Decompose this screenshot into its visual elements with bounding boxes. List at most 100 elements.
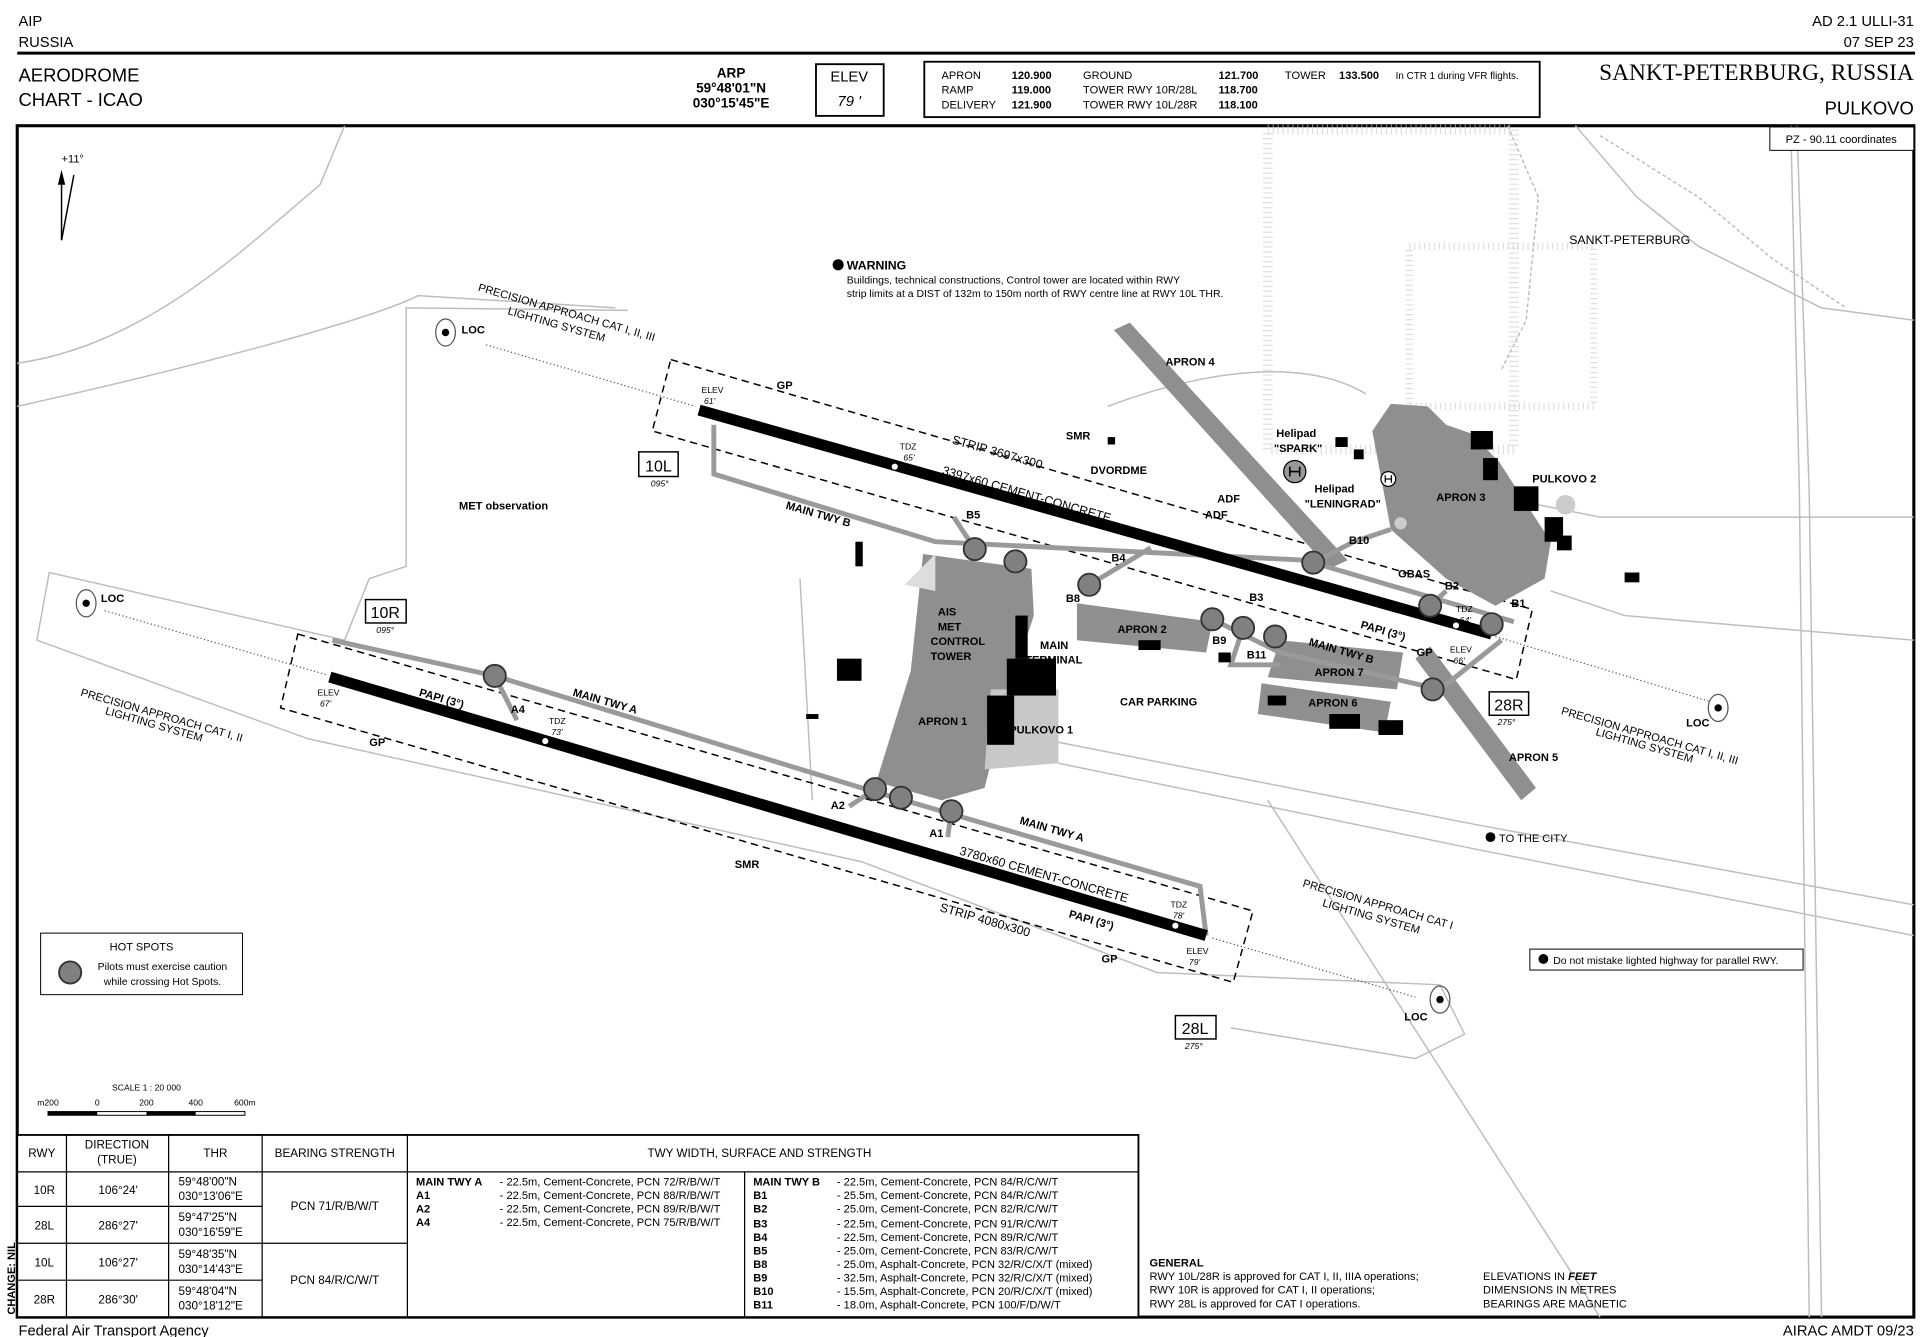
label-met: MET [938,621,962,633]
aip-label: AIP [18,14,42,30]
label-gp-28l: GP [1102,954,1118,966]
hot-spot [1231,615,1256,640]
approach-lights-10r [104,610,327,676]
thr-elev-10l: 61' [704,396,716,406]
th-thr: THR [203,1147,227,1160]
runway-10l-28r [697,404,1494,640]
label-pulkovo1: PULKOVO 1 [1009,725,1073,737]
approach-lights-28r [1495,635,1711,703]
pulkovo-2-marker [1555,494,1576,515]
th-direction-true: (TRUE) [97,1153,137,1166]
label-tdz: TDZ [900,441,917,451]
label-b9: B9 [1212,635,1226,647]
page-ref: AD 2.1 ULLI-31 [1812,14,1914,30]
twy-desc: - 32.5m, Asphalt-Concrete, PCN 32/R/C/X/… [837,1272,1093,1284]
warning-title: WARNING [847,259,906,273]
scale-tick: 400 [189,1097,204,1107]
hot-spot [1003,549,1028,574]
rwy-bearing-10l: 095° [651,478,669,488]
elev-label: ELEV [830,69,868,85]
label-loc-28r: LOC [1686,717,1709,729]
cell-thr-lat: 59°47'25"N [178,1211,237,1224]
label-a4: A4 [511,704,526,716]
freq-apron-label: APRON [942,70,981,82]
general-title: GENERAL [1150,1258,1204,1270]
freq-tower2-label: TOWER RWY 10L/28R [1083,99,1197,111]
apron-4 [1113,322,1348,569]
twy-name: B2 [753,1203,767,1215]
label-elev: ELEV [1450,645,1472,655]
freq-tower3-note: In CTR 1 during VFR flights. [1396,71,1519,82]
twy-name: B5 [753,1245,767,1257]
tdz-elev-10r: 73' [551,727,563,737]
label-apron5: APRON 5 [1509,752,1558,764]
label-apron1: APRON 1 [918,716,967,728]
label-gp-28r: GP [1417,647,1433,659]
loc-icon [435,318,456,347]
label-loc-10r: LOC [101,593,124,605]
label-b1: B1 [1511,598,1525,610]
warning-line2: strip limits at a DIST of 132m to 150m n… [847,289,1224,300]
freq-tower2: 118.100 [1218,99,1257,111]
cell-bearing: PCN 71/R/B/W/T [291,1200,379,1213]
cell-thr-lon: 030°18'12"E [178,1300,243,1313]
arp-lat: 59°48'01"N [696,80,766,95]
units-dimensions: DIMENSIONS IN METRES [1483,1285,1616,1297]
aerodrome-name: PULKOVO [1825,98,1914,119]
label-adf1: ADF [1217,493,1240,505]
page-header: AIP RUSSIA AD 2.1 ULLI-31 07 SEP 23 AERO… [17,14,1916,119]
hot-spots-line2: while crossing Hot Spots. [103,977,221,988]
label-a2: A2 [831,800,845,812]
twy-desc: - 18.0m, Asphalt-Concrete, PCN 100/F/D/W… [837,1300,1061,1312]
twy-desc: - 22.5m, Cement-Concrete, PCN 72/R/B/W/T [500,1176,721,1188]
strip-10r-28l [279,633,1254,984]
label-pulkovo2: PULKOVO 2 [1532,474,1596,486]
cell-rwy: 28R [34,1294,55,1307]
label-dvordme: DVORDME [1090,465,1147,477]
twy-desc: - 22.5m, Cement-Concrete, PCN 89/R/C/W/T [837,1232,1059,1244]
scale-tick: 600m [234,1097,256,1107]
note-1-icon [832,259,844,271]
freq-ground-label: GROUND [1083,70,1132,82]
to-city-label: TO THE CITY [1499,833,1568,845]
state-label: RUSSIA [18,35,73,51]
tdz-marker [1172,922,1179,929]
label-apron2: APRON 2 [1118,624,1167,636]
hot-spot [1418,593,1443,618]
label-adf2: ADF [1205,509,1228,521]
thr-elev-28l: 79' [1189,957,1201,967]
tdz-elev-10l: 65' [903,453,915,463]
coord-system: PZ - 90.11 coordinates [1786,134,1898,146]
twy-name: B9 [753,1272,767,1284]
label-main-terminal2: TERMINAL [1025,655,1082,667]
label-b5: B5 [966,509,980,521]
twy-b-list: MAIN TWY B - 22.5m, Cement-Concrete, PCN… [753,1176,1092,1311]
cell-rwy: 10R [34,1184,55,1197]
change-notice: CHANGE: NIL [6,1242,18,1315]
cell-thr-lon: 030°13'06"E [178,1190,243,1203]
twy-name: A4 [416,1217,431,1229]
label-b3: B3 [1249,592,1263,604]
twy-name: A2 [416,1203,430,1215]
scale-tick: m200 [37,1097,59,1107]
strip-10l-28r [651,358,1534,681]
apron-1-ext [904,554,936,591]
label-tower: TOWER [930,651,971,663]
hot-spots-line1: Pilots must exercise caution [98,962,228,973]
coord-system-box [1769,126,1915,151]
units-bearings: BEARINGS ARE MAGNETIC [1483,1298,1627,1310]
note-2-box [1529,948,1804,971]
label-helipad2: Helipad [1314,483,1354,495]
page-date: 07 SEP 23 [1844,35,1914,51]
freq-tower1: 118.700 [1218,85,1257,97]
label-main-terminal1: MAIN [1040,640,1068,652]
twy-name: MAIN TWY A [416,1176,482,1188]
units-elevations-prefix: ELEVATIONS IN [1483,1271,1568,1283]
general-line3: RWY 28L is approved for CAT I operations… [1150,1298,1361,1310]
twy-name: B11 [753,1300,773,1312]
twy-desc: - 22.5m, Cement-Concrete, PCN 75/R/B/W/T [500,1217,721,1229]
runway-10r-28l [328,671,1208,941]
tank-marker [1394,517,1407,530]
label-apron6: APRON 6 [1308,698,1357,710]
label-loc-10l: LOC [462,325,485,337]
